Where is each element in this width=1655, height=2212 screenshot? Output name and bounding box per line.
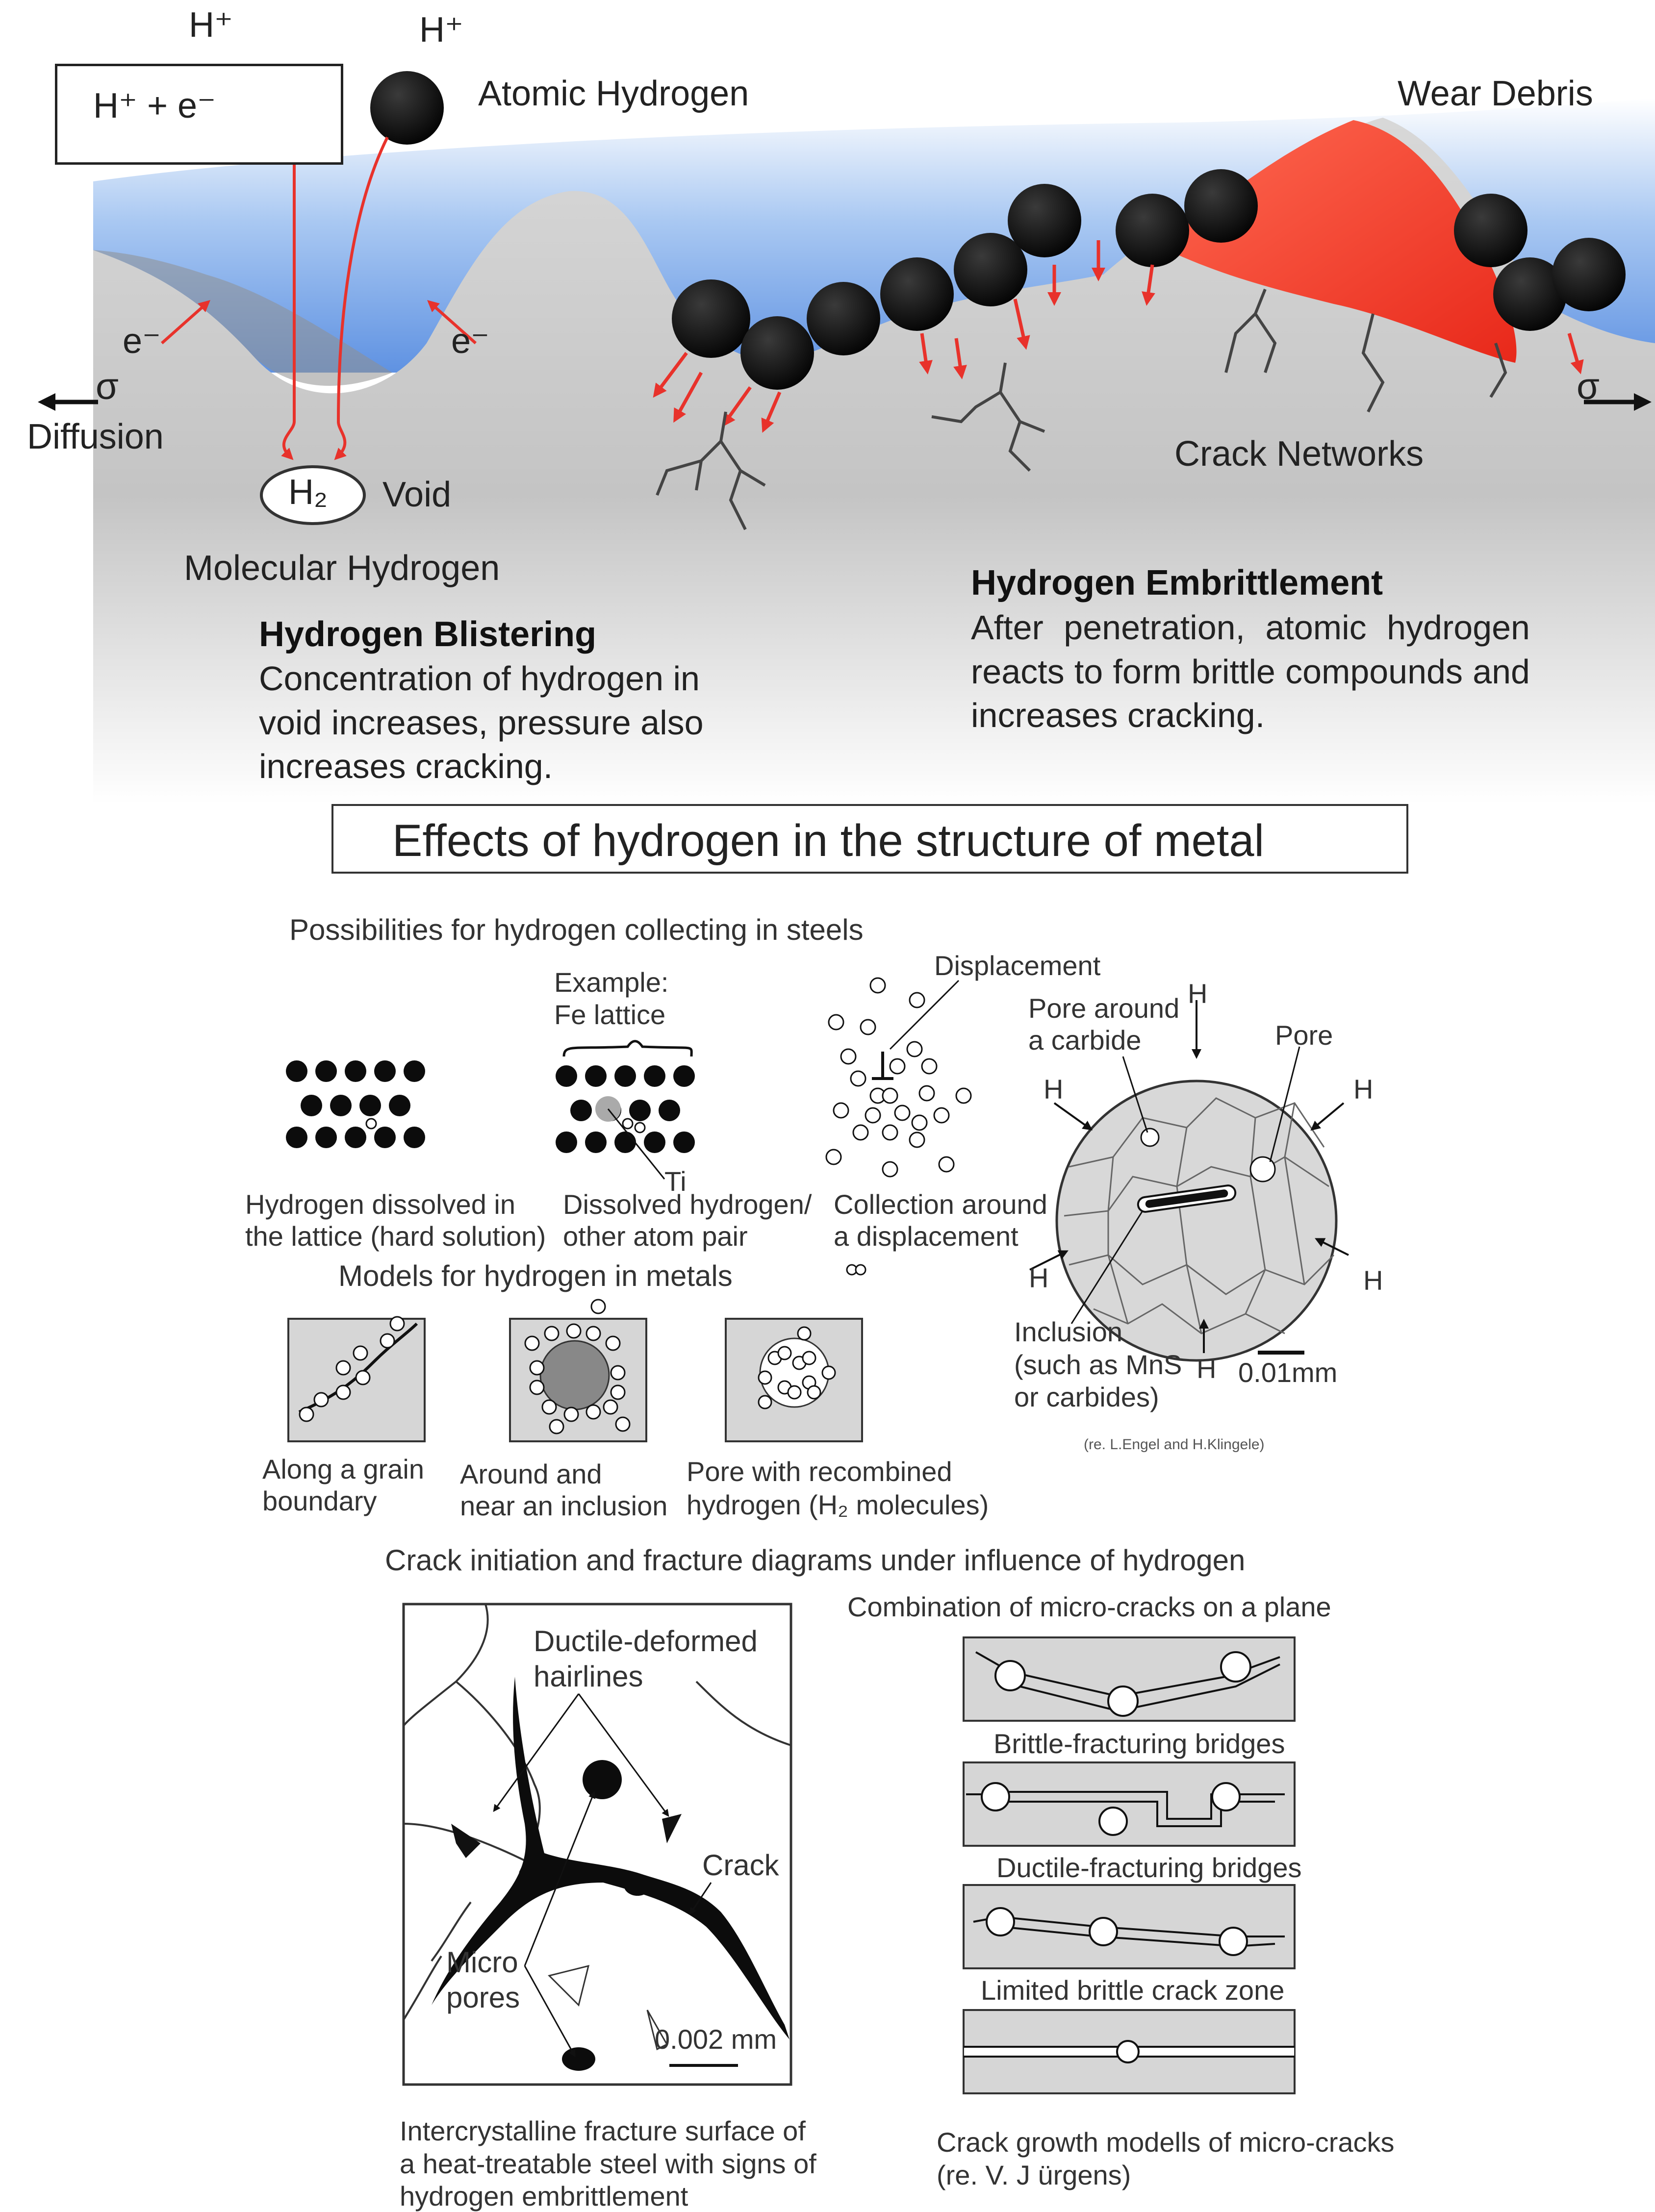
electron-label: e⁻	[451, 322, 490, 361]
inclusion-caption: near an inclusion	[460, 1490, 668, 1521]
embrittlement-title: Hydrogen Embrittlement	[971, 563, 1383, 603]
micro-pores-label: Micro	[446, 1946, 518, 1979]
fracture-caption: hydrogen embrittlement	[400, 2181, 688, 2212]
inclusion-label: or carbides)	[1014, 1382, 1159, 1412]
void-ellipse	[260, 465, 366, 525]
micro-pores-label: pores	[446, 1981, 520, 2014]
microcracks-caption: Crack growth modells of micro-cracks	[937, 2127, 1395, 2158]
models-heading: Models for hydrogen in metals	[338, 1259, 733, 1292]
model-boxes	[287, 1299, 863, 1442]
pair-caption: other atom pair	[563, 1221, 748, 1252]
electron-label: e⁻	[123, 322, 161, 361]
main-title-box	[331, 804, 1408, 874]
brittle-bridges-label: Brittle-fracturing bridges	[993, 1728, 1285, 1759]
lattice-fe-ti	[556, 1065, 695, 1153]
fracture-scale-label: 0.002 mm	[655, 2024, 777, 2055]
h-label: H	[1029, 1262, 1049, 1293]
grain-scale-label: 0.01mm	[1238, 1357, 1338, 1388]
stress-label: σ	[1577, 366, 1600, 407]
microcracks-caption: (re. V. J ürgens)	[937, 2160, 1131, 2190]
fracture-caption: a heat-treatable steel with signs of	[400, 2148, 816, 2179]
stress-label: σ	[96, 366, 119, 407]
h-plus-label: H⁺	[419, 10, 463, 50]
dissolved-caption: Hydrogen dissolved in	[245, 1189, 515, 1220]
fracture-caption: Intercrystalline fracture surface of	[400, 2115, 806, 2146]
embrittlement-description: After penetration, atomic hydrogen react…	[971, 608, 1530, 735]
ion-box	[55, 64, 343, 165]
fe-lattice-label: Fe lattice	[554, 999, 666, 1030]
grain-boundary-caption: Along a grain	[262, 1454, 425, 1484]
crack-label: Crack	[702, 1849, 779, 1882]
pore-carbide-label: Pore around	[1028, 993, 1180, 1024]
fracture-heading: Crack initiation and fracture diagrams u…	[385, 1544, 1246, 1577]
fracture-scale-bar	[669, 2064, 738, 2067]
main-title: Effects of hydrogen in the structure of …	[392, 816, 1264, 866]
crack-networks-label: Crack Networks	[1174, 434, 1424, 474]
metal-surface-scene	[38, 71, 1655, 804]
pore-label: Pore	[1275, 1020, 1333, 1051]
dissolved-caption: the lattice (hard solution)	[245, 1221, 546, 1252]
h-label: H	[1363, 1265, 1383, 1296]
h2-label: H₂	[288, 473, 328, 512]
grain-boundary-caption: boundary	[262, 1485, 377, 1516]
displacement-caption: a displacement	[834, 1221, 1018, 1252]
pair-caption: Dissolved hydrogen/	[563, 1189, 812, 1220]
atomic-hydrogen-label: Atomic Hydrogen	[478, 74, 749, 113]
microcracks-heading: Combination of micro-cracks on a plane	[847, 1591, 1331, 1622]
molecular-hydrogen-label: Molecular Hydrogen	[184, 549, 500, 588]
h-plus-label: H⁺	[189, 5, 233, 45]
h-label: H	[1353, 1074, 1374, 1105]
h-label: H	[1188, 978, 1208, 1009]
ductile-label: hairlines	[534, 1660, 643, 1693]
lattice-dissolved	[286, 1060, 425, 1148]
h-label: H	[1197, 1353, 1217, 1384]
crack-lines	[656, 288, 1507, 530]
credit-label: (re. L.Engel and H.Klingele)	[1084, 1436, 1265, 1453]
ion-box-label: H⁺ + e⁻	[93, 86, 216, 126]
void-label: Void	[382, 475, 452, 514]
inclusion-caption: Around and	[460, 1458, 602, 1489]
h-label: H	[1044, 1074, 1064, 1105]
displacement-caption: Collection around	[834, 1189, 1047, 1220]
pore-caption: Pore with recombined	[687, 1456, 952, 1487]
pore-carbide-label: a carbide	[1028, 1025, 1142, 1056]
hydrogen-atoms	[253, 71, 1626, 390]
ductile-bridges-label: Ductile-fracturing bridges	[996, 1852, 1302, 1883]
inclusion-label: Inclusion	[1014, 1316, 1123, 1347]
diffusion-label: Diffusion	[27, 417, 164, 456]
limited-zone-label: Limited brittle crack zone	[981, 1975, 1285, 2006]
inclusion-label: (such as MnS	[1014, 1349, 1182, 1380]
surface-groove	[93, 250, 392, 386]
grain-scale-bar	[1258, 1351, 1304, 1355]
collecting-heading: Possibilities for hydrogen collecting in…	[289, 913, 864, 946]
displacement-label: Displacement	[934, 950, 1101, 981]
example-label: Example:	[554, 967, 669, 998]
pore-caption: hydrogen (H₂ molecules)	[687, 1489, 989, 1520]
ductile-label: Ductile-deformed	[534, 1625, 758, 1658]
penetration-arrows	[653, 240, 1584, 433]
ti-label: Ti	[664, 1166, 687, 1197]
wear-debris-label: Wear Debris	[1398, 74, 1593, 113]
blistering-description: Concentration of hydrogen in void increa…	[259, 659, 704, 786]
blistering-title: Hydrogen Blistering	[259, 615, 597, 654]
